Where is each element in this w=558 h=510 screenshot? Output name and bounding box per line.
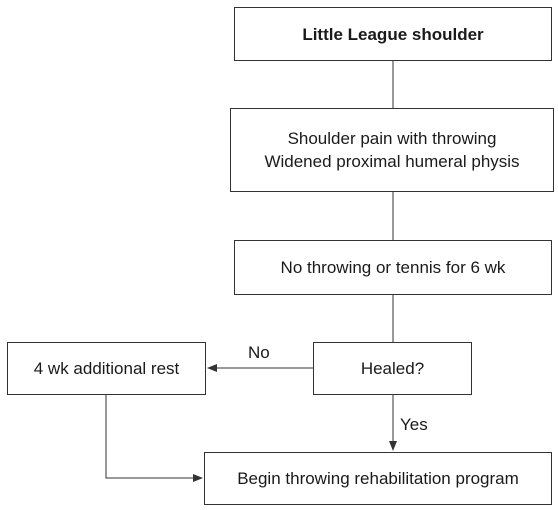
yes-label: Yes xyxy=(400,415,428,434)
presentation-line-1: Shoulder pain with throwing xyxy=(287,129,497,148)
question-box: Healed? xyxy=(313,342,472,395)
arrow-rest-to-rehab xyxy=(105,395,203,482)
additional-rest-box: 4 wk additional rest xyxy=(7,342,206,395)
no-label: No xyxy=(248,343,270,362)
presentation-line-2: Widened proximal humeral physis xyxy=(264,152,520,171)
title-box: Little League shoulder xyxy=(234,7,552,61)
rest-box: No throwing or tennis for 6 wk xyxy=(234,240,552,295)
additional-rest-text: 4 wk additional rest xyxy=(33,359,180,378)
rehab-box: Begin throwing rehabilitation program xyxy=(204,452,552,505)
rest-text: No throwing or tennis for 6 wk xyxy=(280,258,506,277)
presentation-box: Shoulder pain with throwing Widened prox… xyxy=(230,108,554,192)
rehab-text: Begin throwing rehabilitation program xyxy=(237,469,519,488)
question-text: Healed? xyxy=(360,359,425,378)
title-text: Little League shoulder xyxy=(302,24,484,44)
